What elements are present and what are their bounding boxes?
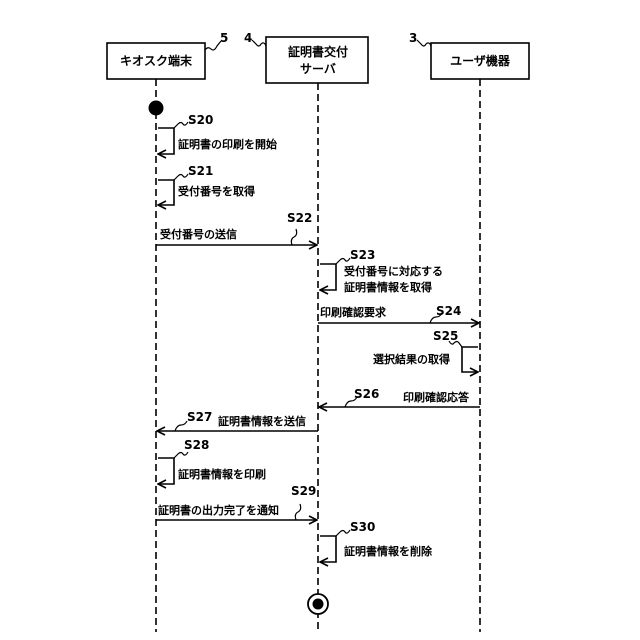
participant-name: 証明書交付 xyxy=(288,44,348,59)
step-label: 受付番号を取得 xyxy=(178,184,255,198)
step-s23: S23 受付番号に対応する 証明書情報を取得 xyxy=(320,248,443,294)
step-label: 選択結果の取得 xyxy=(373,352,450,366)
step-id: S26 xyxy=(354,387,379,401)
step-s29: 証明書の出力完了を通知 S29 xyxy=(156,484,317,520)
step-id: S24 xyxy=(436,304,461,318)
participant-ref: 4 xyxy=(244,31,252,45)
step-id: S28 xyxy=(184,438,209,452)
participant-name: ユーザ機器 xyxy=(450,53,511,68)
participant-ref: 5 xyxy=(220,31,228,45)
step-leader xyxy=(291,229,296,245)
message-label: 印刷確認要求 xyxy=(320,305,387,319)
step-s22: 受付番号の送信 S22 xyxy=(156,211,317,245)
step-s28: S28 証明書情報を印刷 xyxy=(158,438,266,484)
step-label: 証明書情報を印刷 xyxy=(178,467,266,481)
step-id: S23 xyxy=(350,248,375,262)
self-loop-arrow xyxy=(158,458,174,484)
participant-name: サーバ xyxy=(300,62,336,76)
step-s21: S21 受付番号を取得 xyxy=(158,164,255,205)
message-label: 証明書情報を送信 xyxy=(218,414,306,428)
step-leader xyxy=(174,122,188,128)
step-leader xyxy=(336,258,350,264)
message-label: 証明書の出力完了を通知 xyxy=(158,503,279,517)
step-id: S21 xyxy=(188,164,213,178)
self-loop-arrow xyxy=(158,128,174,154)
step-label: 証明書の印刷を開始 xyxy=(178,137,277,151)
step-id: S22 xyxy=(287,211,312,225)
participant-server: 証明書交付 サーバ 4 xyxy=(244,31,368,83)
step-s25: S25 選択結果の取得 xyxy=(373,329,478,372)
step-label: 受付番号に対応する xyxy=(344,264,443,278)
step-s26: 印刷確認応答 S26 xyxy=(319,387,480,407)
reference-leader xyxy=(417,40,431,46)
reference-leader xyxy=(252,40,266,46)
participant-ref: 3 xyxy=(409,31,417,45)
participant-kiosk: キオスク端末 5 xyxy=(107,31,228,79)
end-node xyxy=(308,594,328,614)
step-s30: S30 証明書情報を削除 xyxy=(320,520,433,562)
self-loop-arrow xyxy=(320,264,336,290)
step-leader xyxy=(295,504,300,520)
step-id: S29 xyxy=(291,484,316,498)
step-id: S27 xyxy=(187,410,212,424)
self-loop-arrow xyxy=(320,536,336,562)
participant-box xyxy=(266,37,368,83)
step-s20: S20 証明書の印刷を開始 xyxy=(158,113,277,154)
step-s24: 印刷確認要求 S24 xyxy=(318,304,479,323)
reference-leader xyxy=(205,41,221,50)
step-label: 証明書情報を取得 xyxy=(344,280,432,294)
step-id: S20 xyxy=(188,113,213,127)
message-label: 受付番号の送信 xyxy=(160,227,237,241)
self-loop-arrow xyxy=(462,347,478,372)
step-id: S25 xyxy=(433,329,458,343)
step-id: S30 xyxy=(350,520,375,534)
self-loop-arrow xyxy=(158,180,174,205)
step-leader xyxy=(336,530,350,536)
step-s27: 証明書情報を送信 S27 xyxy=(157,410,318,431)
start-node xyxy=(149,101,164,116)
step-leader xyxy=(175,421,187,431)
participant-user-device: ユーザ機器 3 xyxy=(409,31,529,79)
participant-name: キオスク端末 xyxy=(120,53,193,68)
step-label: 証明書情報を削除 xyxy=(344,544,433,558)
step-leader xyxy=(174,452,188,458)
step-leader xyxy=(174,174,188,180)
message-label: 印刷確認応答 xyxy=(403,390,470,404)
